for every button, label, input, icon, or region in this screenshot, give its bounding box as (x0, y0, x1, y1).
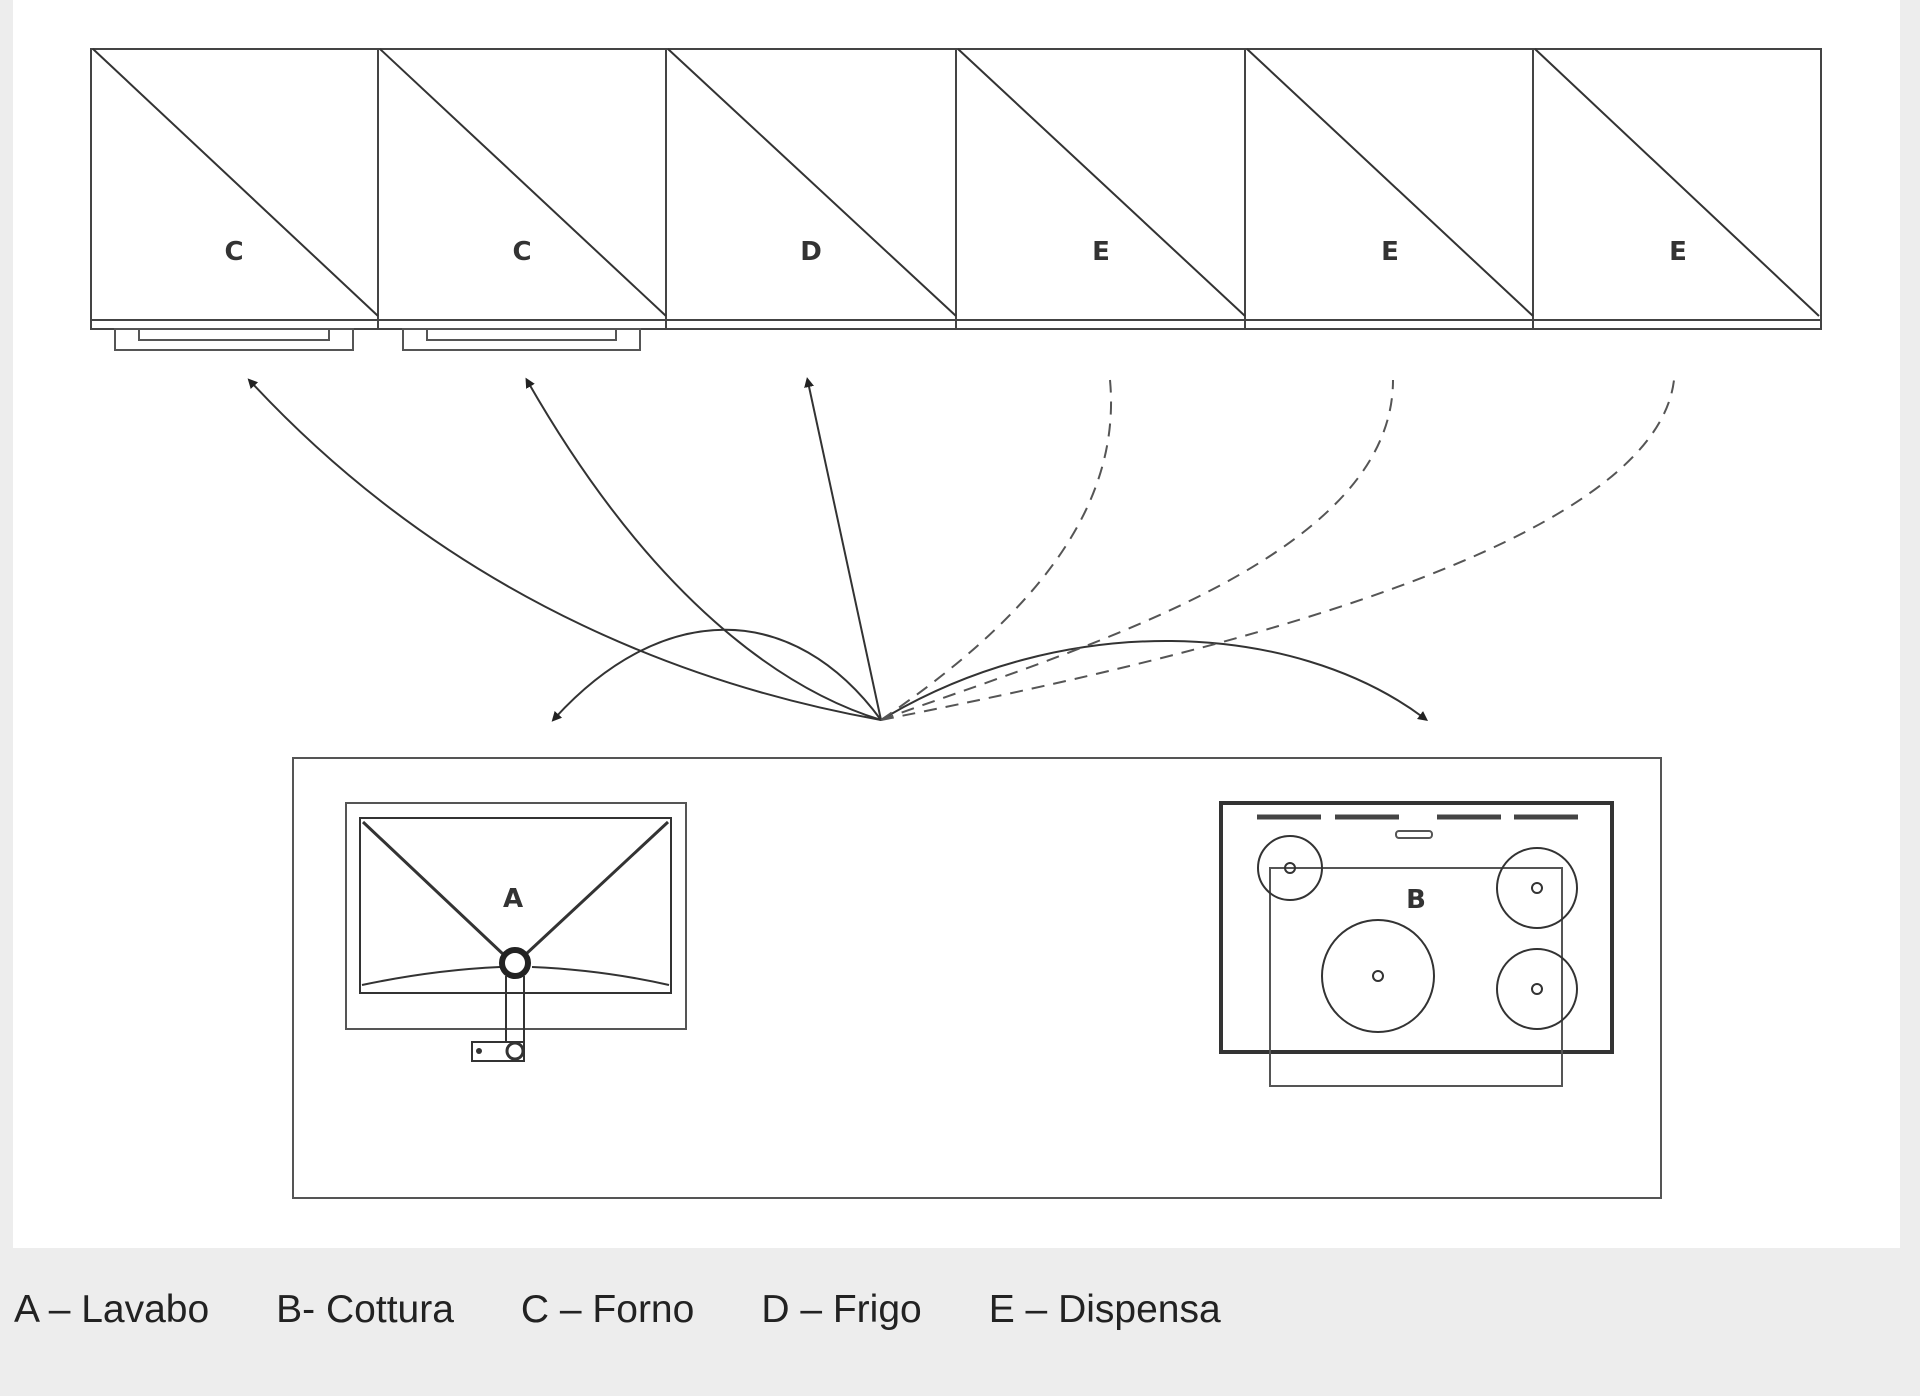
diagram-panel: C C D E E E (13, 0, 1900, 1248)
sink-basin (359, 817, 672, 994)
sink-drain-line (361, 820, 506, 957)
door-swing-diagonal (1246, 48, 1534, 317)
cabinet-d: D (667, 48, 957, 329)
cabinet-e-3: E (1534, 48, 1820, 317)
cabinet-label: E (1381, 237, 1399, 267)
legend-item-frigo: D – Frigo (761, 1288, 922, 1331)
door-swing-diagonal (957, 48, 1246, 317)
legend-item-cottura: B- Cottura (276, 1288, 454, 1331)
dashed-arrow-to-pantry-1 (880, 379, 1113, 721)
kitchen-layout-diagram: C C D E E E (90, 48, 1822, 1199)
sink: A (345, 802, 687, 1062)
dashed-arrow-to-pantry-3 (880, 379, 1675, 721)
workflow-arrows (247, 377, 1429, 722)
legend-item-forno: C – Forno (520, 1288, 695, 1331)
oven-handle-1 (114, 328, 354, 351)
cabinet-c-2: C (379, 48, 667, 351)
cabinet-label: C (224, 237, 243, 267)
burner-medium-icon (1496, 847, 1578, 929)
cabinet-c-1: C (92, 48, 379, 351)
legend-item-dispensa: E – Dispensa (988, 1288, 1221, 1331)
oven-handle-2 (402, 328, 641, 351)
sink-drain-line (523, 820, 670, 957)
arrow-to-fridge (804, 377, 882, 721)
burner-large-icon (1321, 919, 1435, 1033)
base-counter (292, 757, 1662, 1199)
faucet-valve-icon (505, 1041, 525, 1061)
dashed-arrow-to-pantry-2 (880, 379, 1394, 721)
burner-small-icon (1257, 835, 1323, 901)
cabinet-label: C (512, 237, 531, 267)
door-swing-diagonal (379, 48, 667, 317)
hob: B (1219, 801, 1614, 1087)
legend: A – Lavabo B- Cottura C – Forno D – Frig… (14, 1282, 1288, 1338)
cabinet-label: D (800, 237, 822, 267)
faucet-neck (505, 976, 525, 1043)
hob-label: B (1406, 885, 1426, 915)
cabinet-e-2: E (1246, 48, 1534, 329)
hob-display-icon (1395, 830, 1433, 839)
sink-drain-icon (499, 947, 531, 979)
sink-label: A (503, 884, 523, 914)
arrow-to-hob (880, 640, 1429, 721)
burner-medium-icon (1496, 948, 1578, 1030)
door-swing-diagonal (1534, 48, 1820, 317)
cabinet-label: E (1669, 237, 1687, 267)
cabinet-e-1: E (957, 48, 1246, 329)
cabinet-label: E (1092, 237, 1110, 267)
faucet-knob-icon (476, 1048, 482, 1054)
hob-inner-frame (1269, 867, 1563, 1087)
sink-outer-rim (345, 802, 687, 1030)
hob-burners (1257, 835, 1578, 1033)
sink-drain-line (361, 966, 670, 986)
hob-frame (1219, 801, 1614, 1054)
arrow-to-oven-1 (247, 378, 882, 721)
door-swing-diagonal (667, 48, 957, 317)
arrow-to-sink (551, 628, 882, 722)
legend-item-lavabo: A – Lavabo (14, 1288, 210, 1331)
arrow-to-oven-2 (525, 377, 882, 721)
pantry-dashed-arrows (880, 379, 1675, 721)
door-swing-diagonal (92, 48, 379, 317)
